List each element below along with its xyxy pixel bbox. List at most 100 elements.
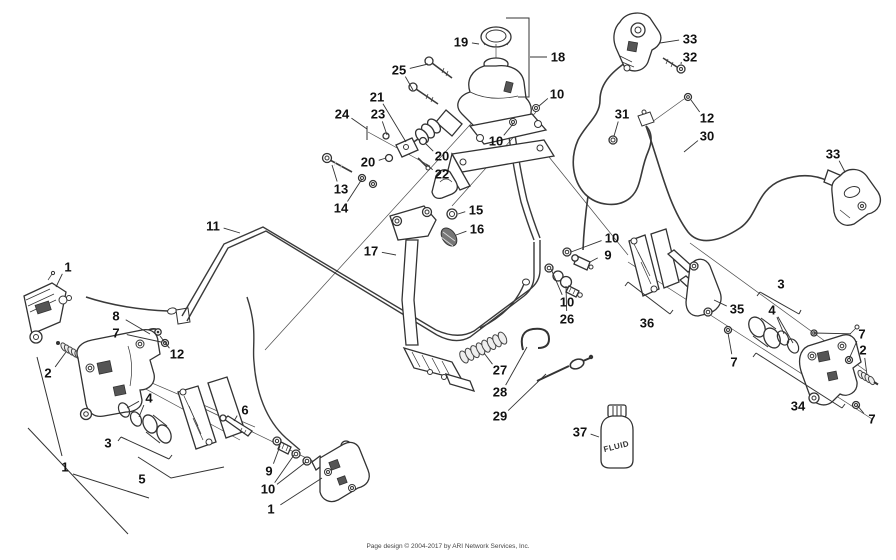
callout-leader-line — [570, 240, 602, 253]
jam-nut — [384, 153, 394, 163]
part-callout-1: 1 — [267, 502, 274, 517]
clevis-group — [366, 126, 431, 171]
bottle-body — [600, 415, 634, 469]
spring-clip — [520, 327, 551, 351]
callout-leader-line — [683, 140, 699, 153]
callout-leader-line — [125, 319, 151, 335]
callout-leader-line — [483, 352, 493, 365]
callout-leader-line — [538, 98, 549, 107]
callout-leader-line — [409, 63, 429, 69]
callout-leader-line — [813, 332, 852, 335]
callout-leader-line — [455, 230, 467, 236]
retainer-pin — [536, 354, 594, 382]
pad-pin — [222, 415, 253, 437]
front-left-caliper — [23, 270, 72, 344]
part-callout-33: 33 — [826, 147, 840, 162]
part-callout-2: 2 — [44, 366, 51, 381]
rear-right-caliper-group — [628, 228, 879, 410]
part-callout-7: 7 — [730, 355, 737, 370]
part-callout-1: 1 — [61, 460, 68, 475]
part-callout-23: 23 — [371, 107, 385, 122]
callout-leader-line — [54, 351, 67, 368]
brake-switch — [552, 270, 583, 298]
rear-caliper-body — [76, 328, 161, 418]
hose-clamp — [637, 111, 655, 127]
callout-leader-line — [589, 257, 598, 263]
part-callout-19: 19 — [454, 35, 468, 50]
brake-hoses — [572, 57, 835, 251]
callout-leader-line — [503, 123, 514, 136]
part-callout-16: 16 — [470, 222, 484, 237]
part-callout-27: 27 — [493, 363, 507, 378]
part-callout-10: 10 — [550, 87, 564, 102]
part-callout-1: 1 — [64, 260, 71, 275]
callout-leader-line — [864, 357, 868, 376]
pipe-to-rear-caliper — [246, 296, 301, 451]
rear-caliper-body — [319, 441, 370, 503]
rear-bottom-caliper-group — [272, 436, 370, 503]
part-callout-20: 20 — [435, 149, 449, 164]
callout-leader-line — [424, 142, 434, 152]
part-callout-3: 3 — [777, 277, 784, 292]
part-callout-8: 8 — [112, 309, 119, 324]
part-callout-5: 5 — [138, 472, 145, 487]
master-cylinder-assembly — [401, 26, 548, 151]
part-callout-26: 26 — [560, 312, 574, 327]
part-callout-17: 17 — [364, 244, 378, 259]
callout-leader-line — [613, 121, 619, 137]
callout-leader-line — [276, 461, 307, 485]
callout-leader-line — [404, 76, 414, 91]
callout-leader-line — [848, 340, 858, 360]
callout-leader-line — [351, 117, 368, 130]
callout-leader-line — [233, 415, 238, 422]
pivot-bolt-group — [321, 152, 378, 189]
rear-left-caliper-group — [56, 327, 253, 450]
brake-pad-backing — [650, 228, 680, 289]
pedal-arm — [401, 239, 419, 346]
part-callout-12: 12 — [700, 111, 714, 126]
part-callout-9: 9 — [604, 248, 611, 263]
callout-leader-line — [590, 433, 600, 438]
hose-30 — [645, 125, 835, 242]
part-callout-14: 14 — [334, 201, 349, 216]
part-callout-22: 22 — [435, 167, 449, 182]
callout-leader-line — [425, 163, 433, 171]
part-callout-6: 6 — [241, 403, 248, 418]
callout-leader-line — [378, 157, 387, 161]
callout-leader-line — [690, 99, 701, 113]
part-callout-24: 24 — [335, 107, 350, 122]
callout-leader-line — [280, 477, 323, 506]
part-callout-33: 33 — [683, 32, 697, 47]
callout-leader-line — [126, 400, 140, 409]
part-callout-7: 7 — [868, 412, 875, 427]
part-callout-32: 32 — [683, 50, 697, 65]
part-callout-34: 34 — [791, 399, 806, 414]
callout-leader-line — [713, 299, 727, 307]
part-callout-4: 4 — [768, 303, 776, 318]
part-callout-12: 12 — [170, 347, 184, 362]
group-brackets — [27, 17, 846, 535]
part-callout-29: 29 — [493, 409, 507, 424]
part-callout-13: 13 — [334, 182, 348, 197]
caliper-bracket — [685, 258, 722, 317]
footer-credit: Page design © 2004-2017 by ARI Network S… — [366, 543, 530, 550]
part-callout-20: 20 — [361, 155, 375, 170]
callout-leader-line — [274, 454, 295, 483]
callout-leader-line — [55, 273, 63, 288]
part-callout-15: 15 — [469, 203, 483, 218]
part-callout-2: 2 — [859, 343, 866, 358]
part-callout-18: 18 — [551, 50, 565, 65]
part-callout-10: 10 — [489, 134, 503, 149]
callout-leader-line — [126, 334, 162, 343]
part-callout-31: 31 — [615, 107, 629, 122]
callout-leader-line — [565, 285, 568, 312]
part-callout-10: 10 — [560, 295, 574, 310]
part-callout-10: 10 — [261, 482, 275, 497]
callout-leader-line — [382, 103, 407, 143]
part-callout-35: 35 — [730, 302, 744, 317]
pipe-clamp — [175, 307, 191, 325]
callout-leader-line — [776, 316, 785, 335]
part-callout-30: 30 — [700, 129, 714, 144]
